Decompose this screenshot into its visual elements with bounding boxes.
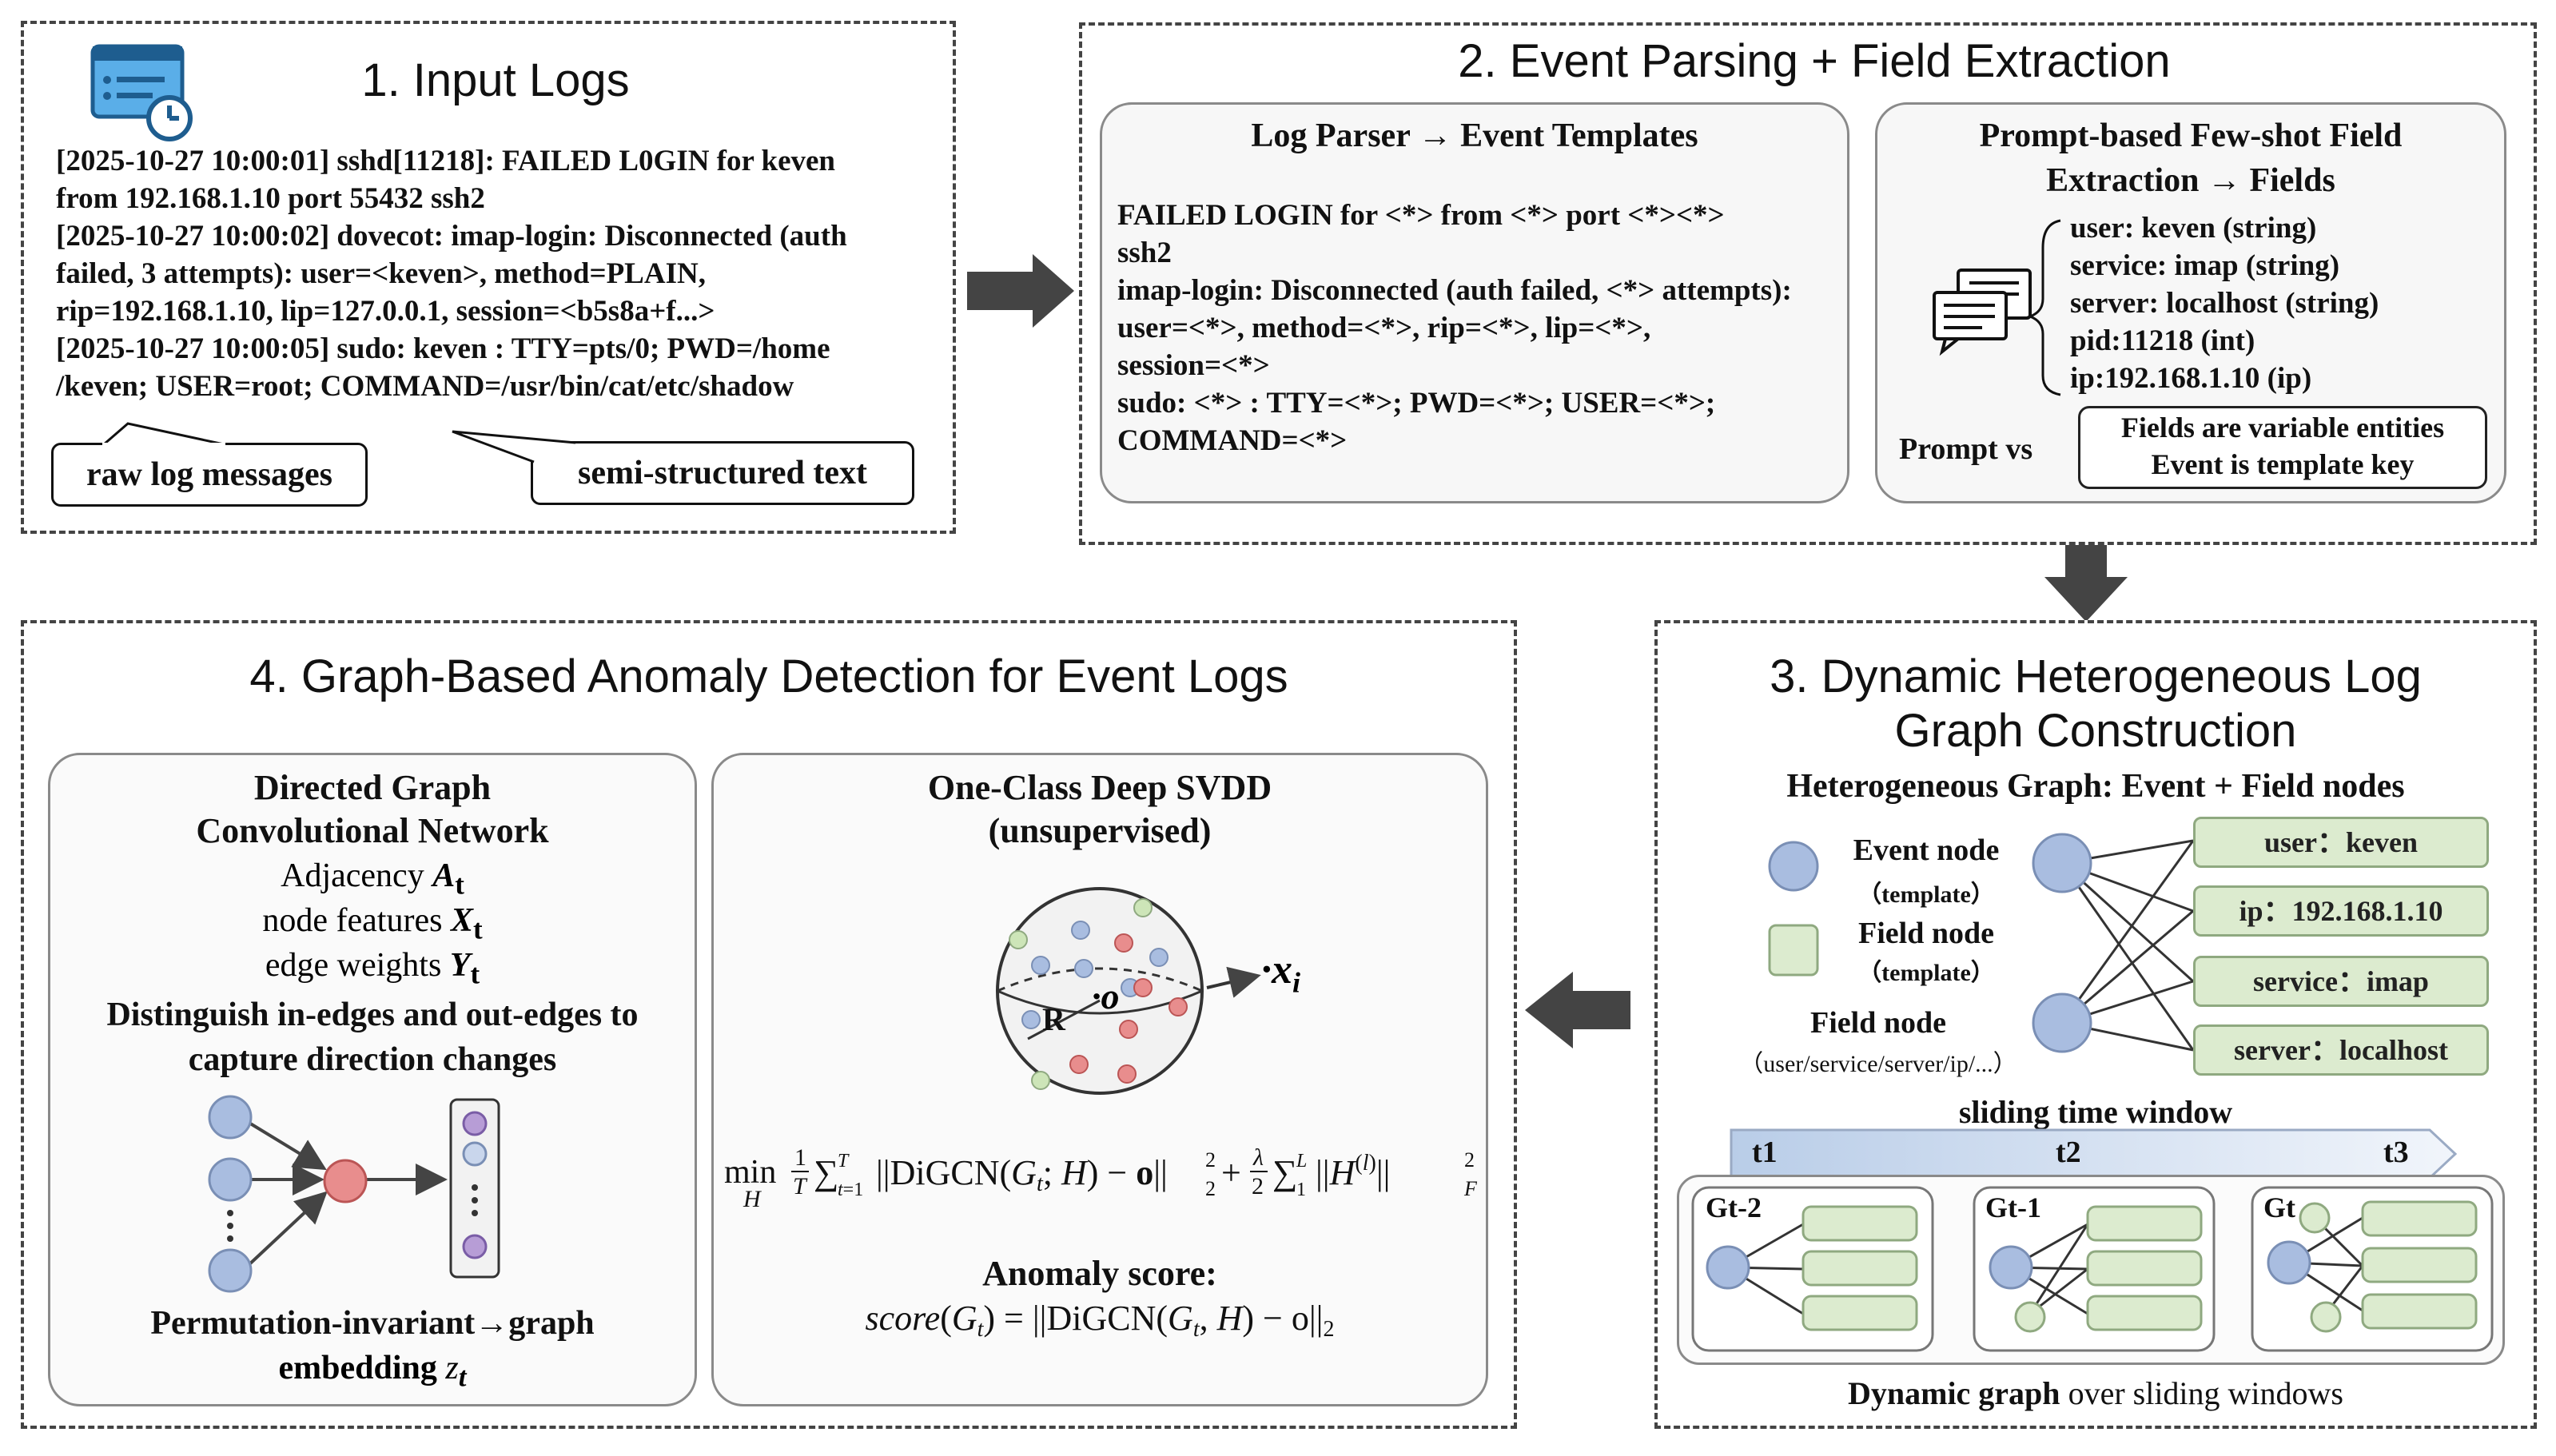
digcn-title-1: Directed Graph [253,768,492,807]
point-sub: i [1292,966,1301,999]
legend-field-label: Field node [1858,917,1994,950]
field-line: service: imap (string) [2070,249,2340,282]
log-line: [2025-10-27 10:00:02] dovecot: imap-logi… [56,220,847,253]
arrow-right-icon [967,254,1074,328]
arrow-down-icon [2044,534,2128,622]
adjacency-sub: t [455,869,464,901]
panel3-title-line2: Graph Construction [1894,705,2297,757]
edge-weights-label: edge weights [265,947,450,984]
field-extraction-title-2: Extraction → Fields [2046,162,2335,199]
callout-semi-structured: semi-structured text [531,441,914,505]
window-container [1677,1175,2505,1365]
template-line: ssh2 [1117,237,1172,269]
graph-label-gt-2: Gt-2 [1706,1191,1762,1223]
field-line: pid:11218 (int) [2070,324,2255,357]
arrow-left-icon [1525,972,1630,1048]
digcn-title-2: Convolutional Network [196,811,549,850]
svdd-center-label: ·o [1092,976,1120,1016]
field-extraction-title-1: Prompt-based Few-shot Field [1979,117,2403,154]
node-features-sub: t [472,913,483,945]
fields-note-box [2078,406,2487,489]
panel4-title: 4. Graph-Based Anomaly Detection for Eve… [249,650,1288,702]
log-line: /keven; USER=root; COMMAND=/usr/bin/cat/… [56,370,794,403]
caption-rest: over sliding windows [2060,1375,2343,1411]
adjacency-symbol: A [432,857,456,894]
svdd-title-1: One-Class Deep SVDD [927,768,1272,807]
heterogeneous-graph-subtitle: Heterogeneous Graph: Event + Field nodes [1786,768,2405,805]
panel2-title: 2. Event Parsing + Field Extraction [1458,35,2171,87]
log-parser-title: Log Parser → Event Templates [1251,117,1698,154]
fields-note-line1: Fields are variable entities [2120,412,2445,444]
event-templates: FAILED LOGIN for <*> from <*> port <*><*… [1117,197,1792,459]
edge-weights-sub: t [470,958,480,990]
graph-label-gt: Gt [2263,1191,2295,1223]
log-line: [2025-10-27 10:00:05] sudo: keven : TTY=… [56,332,830,365]
caption-bold: Dynamic graph [1847,1375,2060,1411]
distinguish-line-1: Distinguish in-edges and out-edges to [106,997,639,1033]
embedding-symbol: z [445,1350,459,1386]
svdd-radius-label: R [1042,1001,1065,1037]
log-parser-box [1100,102,1849,503]
template-line: sudo: <*> : TTY=<*>; PWD=<*>; USER=<*>; [1117,387,1716,420]
adjacency-line: Adjacency At [48,857,697,901]
legend-event-sub: （template） [1857,881,1995,908]
log-line: rip=192.168.1.10, lip=127.0.0.1, session… [56,295,715,328]
point-symbol: ·x [1261,947,1292,993]
node-features-line: node features Xt [48,901,697,945]
embedding-label: embedding [278,1350,446,1386]
adjacency-label: Adjacency [281,857,433,894]
panel1-title: 1. Input Logs [361,54,630,106]
anomaly-score-title: Anomaly score: [982,1254,1217,1293]
sliding-window-label: sliding time window [1958,1094,2233,1130]
tick-t1: t1 [1752,1136,1778,1169]
template-line: FAILED LOGIN for <*> from <*> port <*><*… [1117,199,1725,232]
field-line: user: keven (string) [2070,212,2317,245]
embedding-sub: t [458,1361,467,1393]
template-line: session=<*> [1117,349,1270,382]
digcn-box [48,753,697,1406]
svdd-title-2: (unsupervised) [988,811,1212,850]
template-line: imap-login: Disconnected (auth failed, <… [1117,274,1792,307]
legend-field-sub: （template） [1857,960,1995,986]
edge-weights-line: edge weights Yt [48,946,697,990]
log-lines: [2025-10-27 10:00:01] sshd[11218]: FAILE… [56,142,847,405]
field-line: server: localhost (string) [2070,287,2379,320]
field-node-server: server：localhost [2193,1024,2489,1076]
tick-t3: t3 [2383,1136,2409,1169]
extracted-fields: user: keven (string) service: imap (stri… [2070,209,2379,397]
edge-weights-symbol: Y [449,947,471,984]
permutation-line-1: Permutation-invariant→graph [150,1305,595,1342]
distinguish-line-2: capture direction changes [188,1041,557,1078]
prompt-vs-label: Prompt vs [1899,432,2033,466]
legend-event-label: Event node [1853,833,2000,867]
template-line: user=<*>, method=<*>, rip=<*>, lip=<*>, [1117,312,1651,344]
log-line: failed, 3 attempts): user=<keven>, metho… [56,257,706,290]
tick-t2: t2 [2056,1136,2081,1169]
svdd-point-label: ·xi [1261,946,1300,999]
field-node-ip: ip：192.168.1.10 [2193,885,2489,937]
permutation-line-2: embedding zt [48,1349,697,1393]
legend-field2-label: Field node [1810,1006,1946,1040]
field-node-user: user：keven [2193,817,2489,868]
callout-raw-log: raw log messages [51,443,368,507]
legend-field2-sub: （user/service/server/ip/...） [1739,1051,2017,1077]
node-features-label: node features [262,902,451,939]
log-line: [2025-10-27 10:00:01] sshd[11218]: FAILE… [56,145,836,177]
fields-note-line2: Event is template key [2151,448,2415,480]
log-line: from 192.168.1.10 port 55432 ssh2 [56,182,485,215]
template-line: COMMAND=<*> [1117,424,1348,457]
dynamic-graph-caption: Dynamic graph over sliding windows [1654,1374,2537,1412]
node-features-symbol: X [450,902,473,939]
panel3-title-line1: 3. Dynamic Heterogeneous Log [1770,650,2422,702]
field-line: ip:192.168.1.10 (ip) [2070,362,2312,395]
field-node-service: service：imap [2193,956,2489,1007]
graph-label-gt-1: Gt-1 [1985,1191,2041,1223]
